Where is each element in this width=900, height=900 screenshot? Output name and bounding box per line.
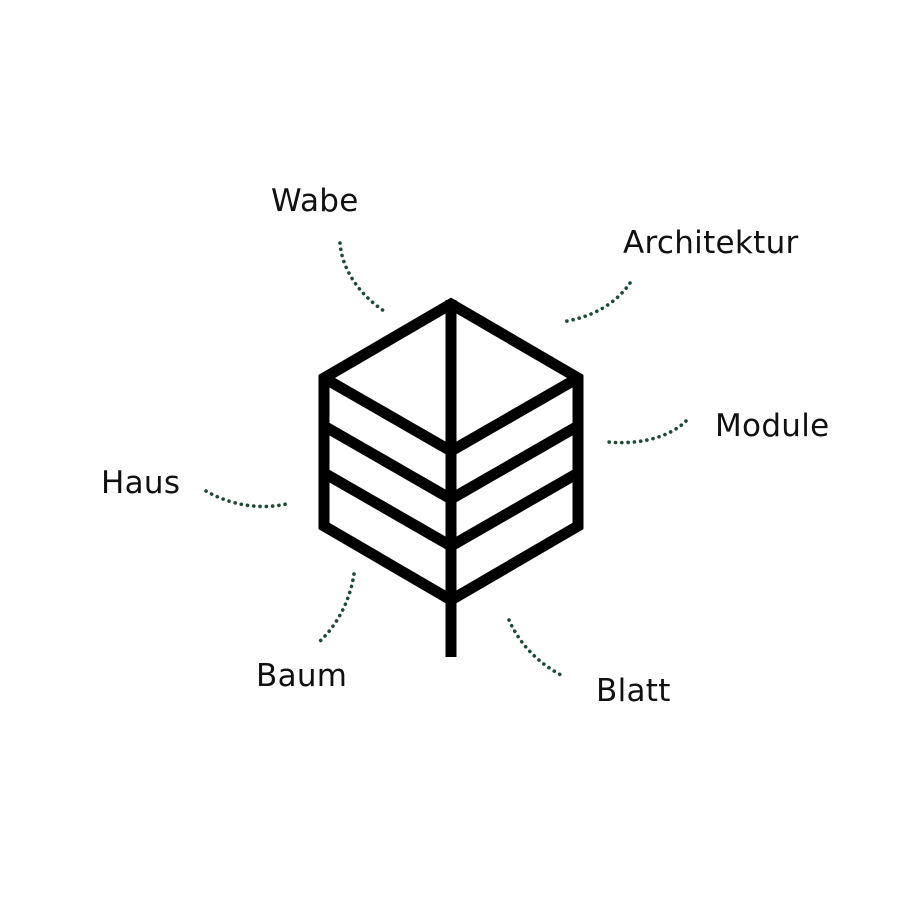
- label-baum: Baum: [256, 658, 348, 694]
- connector-baum: [315, 572, 356, 646]
- label-blatt: Blatt: [596, 673, 671, 709]
- connector-module: [606, 419, 688, 445]
- connector-wabe: [338, 241, 386, 313]
- label-module: Module: [715, 408, 830, 444]
- connector-blatt: [507, 618, 567, 679]
- connector-haus: [204, 489, 288, 509]
- hexagon-leaf-house-icon: [318, 297, 584, 657]
- connector-group: [204, 241, 688, 679]
- label-haus: Haus: [101, 465, 181, 501]
- connector-architektur: [559, 281, 632, 324]
- label-wabe: Wabe: [271, 183, 359, 219]
- label-architektur: Architektur: [623, 225, 799, 261]
